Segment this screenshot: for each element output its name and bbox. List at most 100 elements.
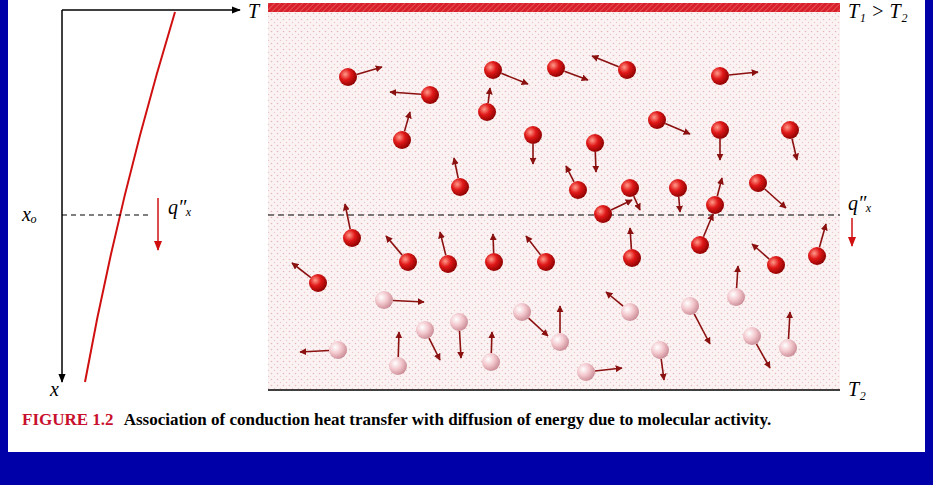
axis-label: x [50,378,59,400]
velocity-arrow [634,196,640,210]
velocity-arrow [611,200,632,210]
axis-label: T [248,0,259,22]
velocity-arrow [566,166,574,182]
velocity-arrow [357,67,382,74]
molecule [292,263,327,292]
molecule [566,166,587,199]
white-panel [8,0,925,452]
velocity-arrow [630,228,631,249]
plane-label: xₒ [22,203,37,225]
velocity-arrow [719,139,721,160]
molecule [526,236,555,271]
molecule [691,214,713,254]
velocity-arrow [393,300,424,302]
velocity-arrow [490,332,492,353]
velocity-arrow [459,331,461,358]
velocity-arrow [592,56,619,67]
molecule [485,234,503,271]
molecule [524,126,542,164]
velocity-arrow [390,92,421,94]
molecule [339,67,382,86]
hot-molecule [711,67,729,85]
hot-molecule [439,255,457,273]
temperature-label: T₁ > T₂ [848,0,908,22]
velocity-arrow [756,344,770,368]
cold-wall [268,389,840,391]
cold-molecule [482,353,500,371]
hot-molecule [451,178,469,196]
velocity-arrow [729,72,758,75]
hot-molecule [669,179,687,197]
hot-molecule [648,111,666,129]
plane-line [62,215,150,216]
molecule [711,121,729,160]
cold-molecule [621,303,639,321]
temperature-profile [85,12,175,382]
hot-molecule [524,126,542,144]
cold-molecule [329,341,347,359]
velocity-arrow [397,332,399,357]
hot-molecule [343,229,361,247]
cold-molecule [681,297,699,315]
hot-molecule [421,86,439,104]
velocity-arrow [492,234,494,253]
molecule [393,112,411,149]
molecule [450,313,468,358]
cold-molecule [727,288,745,306]
hot-molecule [547,59,565,77]
velocity-arrow [788,312,790,339]
hot-molecule [618,61,636,79]
molecule [451,158,469,196]
hot-molecule [594,205,612,223]
molecule [513,303,548,336]
cold-molecule [450,313,468,331]
hot-molecule [309,274,327,292]
hot-molecule [621,179,639,197]
cold-molecule [577,363,595,381]
molecule [752,244,785,274]
hot-molecule [569,181,587,199]
molecule [300,341,347,359]
hot-molecule [339,68,357,86]
hot-molecule [767,256,785,274]
figure-number: FIGURE 1.2 [22,410,114,429]
velocity-arrow [661,359,664,380]
velocity-arrow [501,73,528,84]
molecule [808,224,826,265]
velocity-arrow [300,350,329,352]
velocity-arrow [529,318,548,336]
molecule [743,327,770,368]
cold-molecule [779,339,797,357]
hot-molecule [781,121,799,139]
temperature-label: T₂ [848,378,866,400]
hot-molecule [399,253,417,271]
molecule [781,121,799,160]
molecule [606,292,639,321]
molecule [727,266,745,306]
velocity-arrow [386,236,402,255]
molecule [390,86,439,104]
hot-molecule [808,247,826,265]
hot-molecule [711,121,729,139]
plane-line [268,214,840,215]
medium [268,12,840,390]
molecule [681,297,710,344]
molecule [439,232,457,273]
molecule [482,332,500,371]
t-axis [62,9,240,11]
hot-molecule [537,253,555,271]
cold-molecule [513,303,531,321]
velocity-arrow [564,71,588,80]
velocity-arrow [595,368,622,371]
molecule [669,179,687,212]
cold-molecule [743,327,761,345]
molecule [648,111,690,134]
velocity-arrow [559,306,561,333]
molecule [375,291,424,309]
molecule [551,306,569,351]
cold-molecule [389,357,407,375]
heat-flux-label: q″ₓ [168,196,192,218]
molecule [577,363,622,381]
heat-flux-arrow [851,218,853,246]
molecule [592,56,636,79]
